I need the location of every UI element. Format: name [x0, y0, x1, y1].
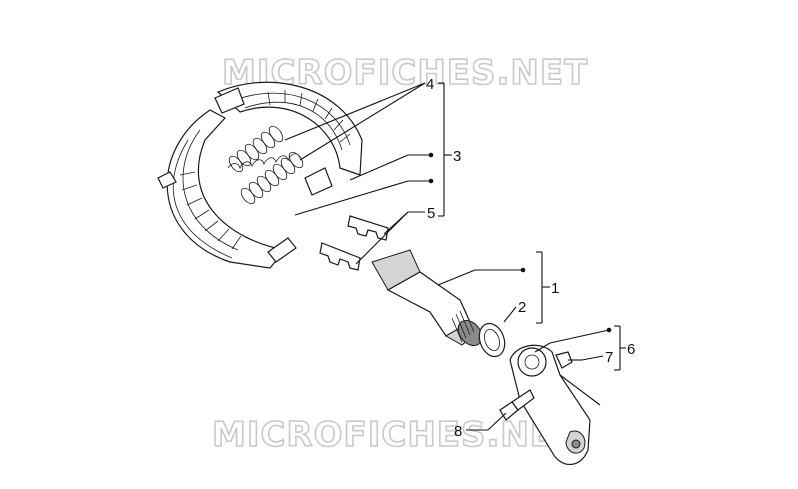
return-spring-upper [227, 125, 301, 173]
retaining-clip-lower [319, 242, 361, 271]
brake-shoe-lower [157, 109, 297, 269]
lever-pin [555, 351, 573, 369]
lever-bolt [499, 389, 535, 421]
brake-camshaft [371, 249, 483, 347]
callout-7: 7 [605, 349, 613, 366]
callout-3: 3 [453, 148, 461, 165]
callout-2: 2 [518, 299, 526, 316]
retaining-clip-upper [347, 215, 389, 241]
callout-8: 8 [454, 423, 462, 440]
callout-4: 4 [426, 76, 434, 93]
callout-6: 6 [627, 341, 635, 358]
watermark-bottom: MICROFICHES.NET [212, 415, 578, 455]
brake-shoe-assembly [157, 81, 363, 269]
leader-lines [284, 82, 626, 431]
brake-lever [509, 344, 591, 466]
washer-ring [478, 322, 506, 358]
return-spring-lower [240, 151, 304, 205]
callout-1: 1 [551, 280, 559, 297]
callout-5: 5 [427, 205, 435, 222]
brake-shoe-upper [214, 81, 363, 196]
